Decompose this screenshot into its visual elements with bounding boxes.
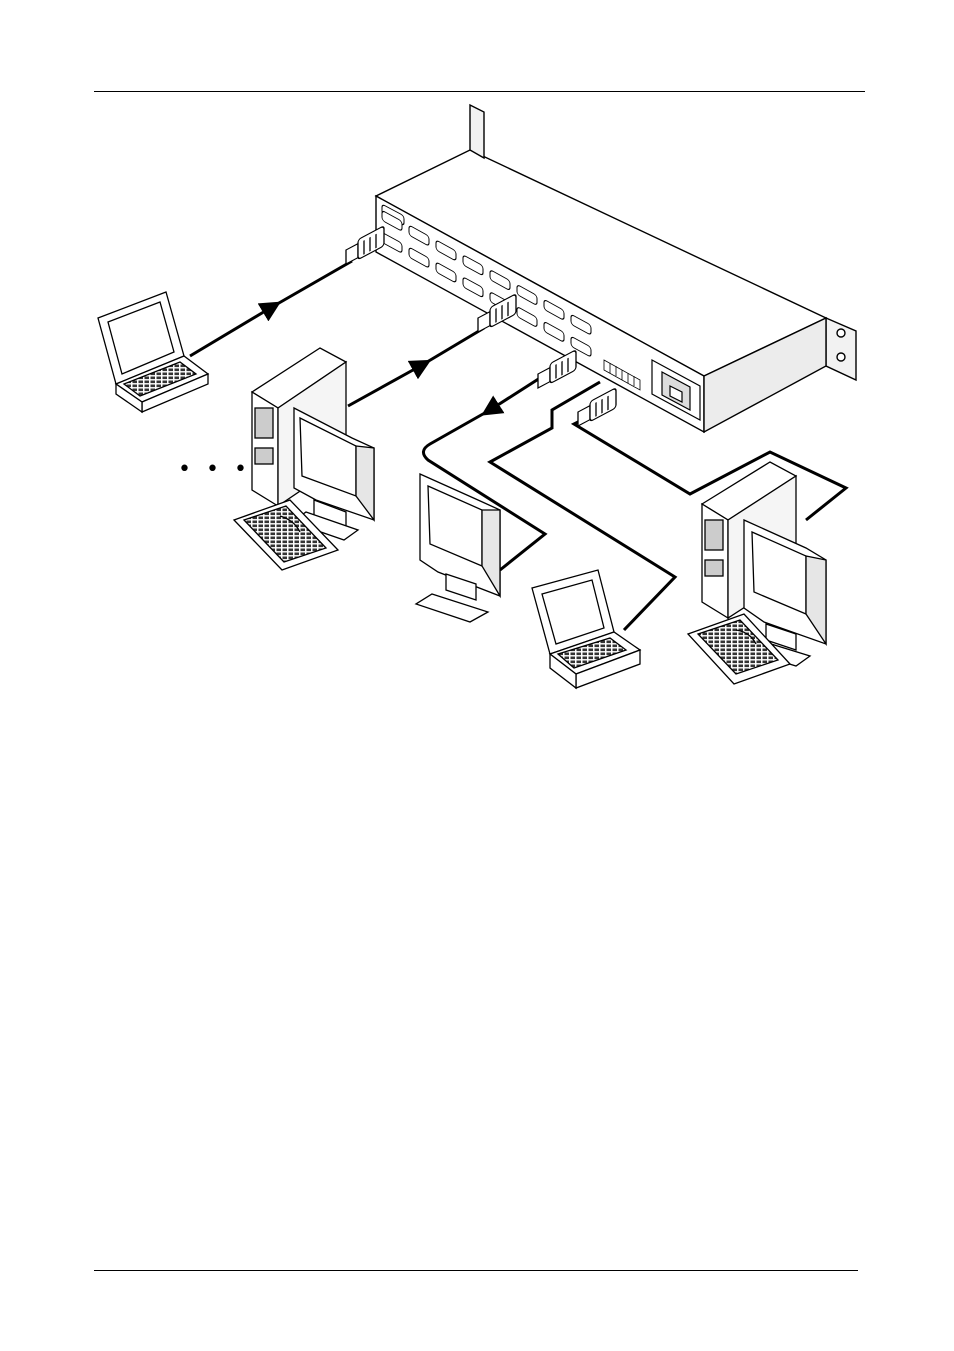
cable-monitor-center [490, 378, 540, 410]
cable-desktop-left [348, 365, 422, 406]
desktop-computer-icon [234, 348, 374, 570]
vga-plug-icon [346, 226, 384, 266]
cable-laptop-left [190, 307, 272, 356]
laptop-left [98, 292, 208, 412]
vga-plug-icon [578, 388, 616, 428]
desktop-left [234, 348, 374, 570]
vga-plug-icon [538, 350, 576, 390]
desktop-right [688, 462, 826, 684]
laptop-icon [98, 292, 208, 412]
ellipsis: • • • [178, 457, 251, 482]
desktop-computer-icon [688, 462, 826, 684]
